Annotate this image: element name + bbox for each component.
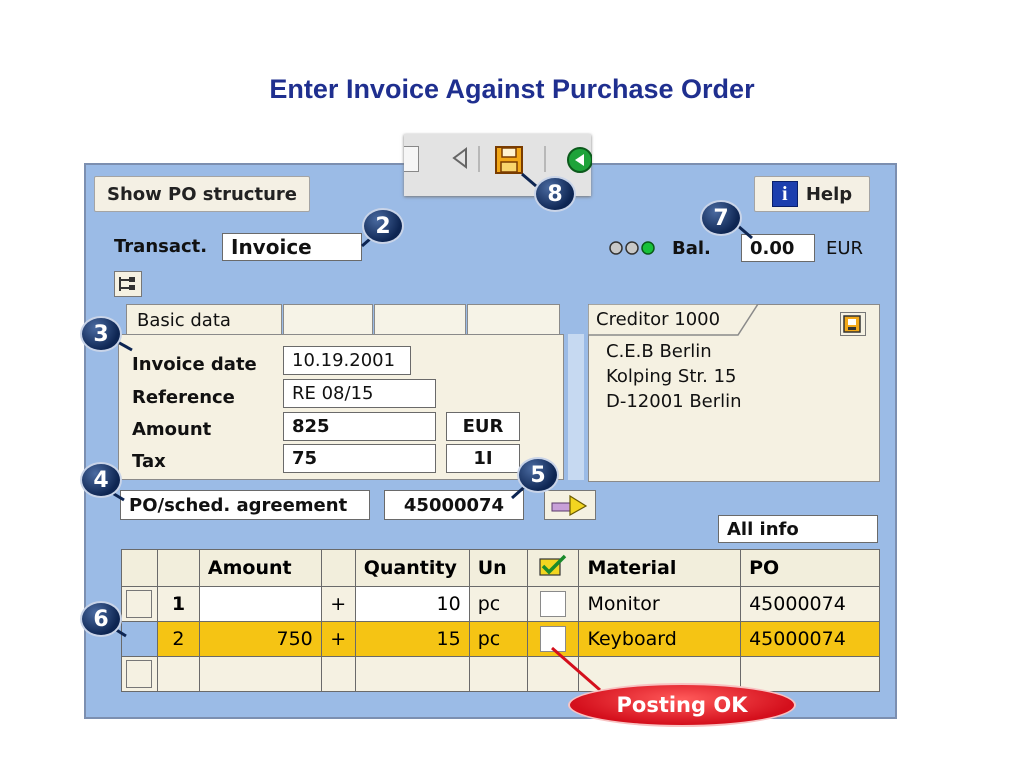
info-icon: i [771, 181, 798, 207]
header-sign-cell [320, 549, 356, 587]
creditor-line-1: C.E.B Berlin [606, 341, 712, 362]
posting-ok-badge: Posting OK [568, 683, 796, 727]
header-no-cell [156, 549, 200, 587]
callout-2: 2 [362, 208, 404, 244]
balance-field: 0.00 [741, 234, 815, 262]
transaction-label: Transact. [114, 236, 208, 257]
reference-field[interactable]: RE 08/15 [283, 379, 436, 408]
table-row[interactable]: 1 + 10 pc Monitor 45000074 [121, 586, 880, 622]
row-checkbox[interactable] [540, 626, 567, 652]
po-number-field[interactable]: 45000074 [384, 490, 524, 520]
invoice-date-field[interactable]: 10.19.2001 [283, 346, 411, 375]
tree-icon[interactable] [114, 271, 142, 297]
checklist-icon [539, 554, 567, 576]
tab-2[interactable] [283, 304, 373, 335]
help-button[interactable]: i Help [754, 176, 870, 212]
header-check-cell[interactable] [526, 549, 580, 587]
callout-8: 8 [534, 176, 576, 212]
tab-4[interactable] [467, 304, 560, 335]
row-checkbox-cell[interactable] [526, 621, 580, 657]
show-po-structure-button[interactable]: Show PO structure [94, 176, 310, 212]
creditor-line-3: D-12001 Berlin [606, 391, 742, 412]
toolbar-separator [544, 146, 546, 172]
tab-basic-data[interactable]: Basic data [126, 304, 282, 335]
callout-3: 3 [80, 316, 122, 352]
amount-currency-field[interactable]: EUR [446, 412, 520, 441]
tax-label: Tax [132, 451, 166, 472]
amount-label: Amount [132, 419, 212, 440]
row-po: 45000074 [740, 586, 880, 622]
balance-label: Bal. [672, 238, 711, 259]
toolbar-separator [478, 146, 480, 172]
creditor-line-2: Kolping Str. 15 [606, 366, 737, 387]
row-sign: + [320, 586, 356, 622]
row-amount[interactable] [198, 586, 322, 622]
tab-3[interactable] [374, 304, 466, 335]
header-unit[interactable]: Un [468, 549, 528, 587]
header-quantity[interactable]: Quantity [354, 549, 470, 587]
toolbar-partial-icon [404, 146, 419, 172]
transfer-arrow-button[interactable] [544, 490, 596, 520]
callout-6: 6 [80, 601, 122, 637]
traffic-light-icon [608, 240, 658, 260]
all-info-button[interactable]: All info [718, 515, 878, 543]
tax-code-field[interactable]: 1I [446, 444, 520, 473]
header-select-cell [121, 549, 158, 587]
row-amount[interactable]: 750 [198, 621, 322, 657]
callout-7: 7 [700, 200, 742, 236]
save-icon[interactable] [494, 145, 524, 180]
transaction-field[interactable]: Invoice [222, 233, 362, 261]
row-checkbox-cell[interactable] [526, 586, 580, 622]
row-quantity[interactable] [354, 656, 470, 692]
row-po [740, 656, 880, 692]
creditor-tab-label: Creditor 1000 [596, 309, 721, 330]
reference-label: Reference [132, 387, 235, 408]
row-unit: pc [468, 621, 528, 657]
address-icon[interactable] [840, 312, 866, 336]
row-select[interactable] [121, 586, 158, 622]
invoice-date-label: Invoice date [132, 354, 257, 375]
back-icon[interactable] [448, 145, 474, 176]
header-amount[interactable]: Amount [198, 549, 322, 587]
tax-field[interactable]: 75 [283, 444, 436, 473]
balance-currency: EUR [826, 238, 864, 259]
scroll-divider [568, 334, 584, 480]
row-amount[interactable] [198, 656, 322, 692]
page-title: Enter Invoice Against Purchase Order [269, 74, 755, 104]
items-table: Amount Quantity Un Material PO 1 + 10 pc… [121, 549, 880, 692]
row-number: 1 [156, 586, 200, 622]
callout-4: 4 [80, 462, 122, 498]
arrow-right-icon [551, 494, 588, 516]
row-select[interactable] [121, 656, 158, 692]
creditor-tab[interactable]: Creditor 1000 [588, 304, 760, 336]
header-po[interactable]: PO [740, 549, 880, 587]
po-agreement-label: PO/sched. agreement [120, 490, 370, 520]
row-quantity[interactable]: 15 [354, 621, 470, 657]
row-quantity[interactable]: 10 [354, 586, 470, 622]
row-sign [320, 656, 356, 692]
row-select[interactable] [121, 621, 158, 657]
amount-field[interactable]: 825 [283, 412, 436, 441]
callout-5: 5 [517, 457, 559, 493]
row-checkbox[interactable] [540, 591, 567, 617]
row-unit [468, 656, 528, 692]
table-row[interactable]: 2 750 + 15 pc Keyboard 45000074 [121, 621, 880, 657]
table-row[interactable] [121, 656, 880, 692]
table-header-row: Amount Quantity Un Material PO [121, 549, 880, 587]
row-unit: pc [468, 586, 528, 622]
row-po: 45000074 [740, 621, 880, 657]
header-material[interactable]: Material [578, 549, 742, 587]
help-label: Help [805, 183, 853, 205]
row-material: Monitor [578, 586, 742, 622]
